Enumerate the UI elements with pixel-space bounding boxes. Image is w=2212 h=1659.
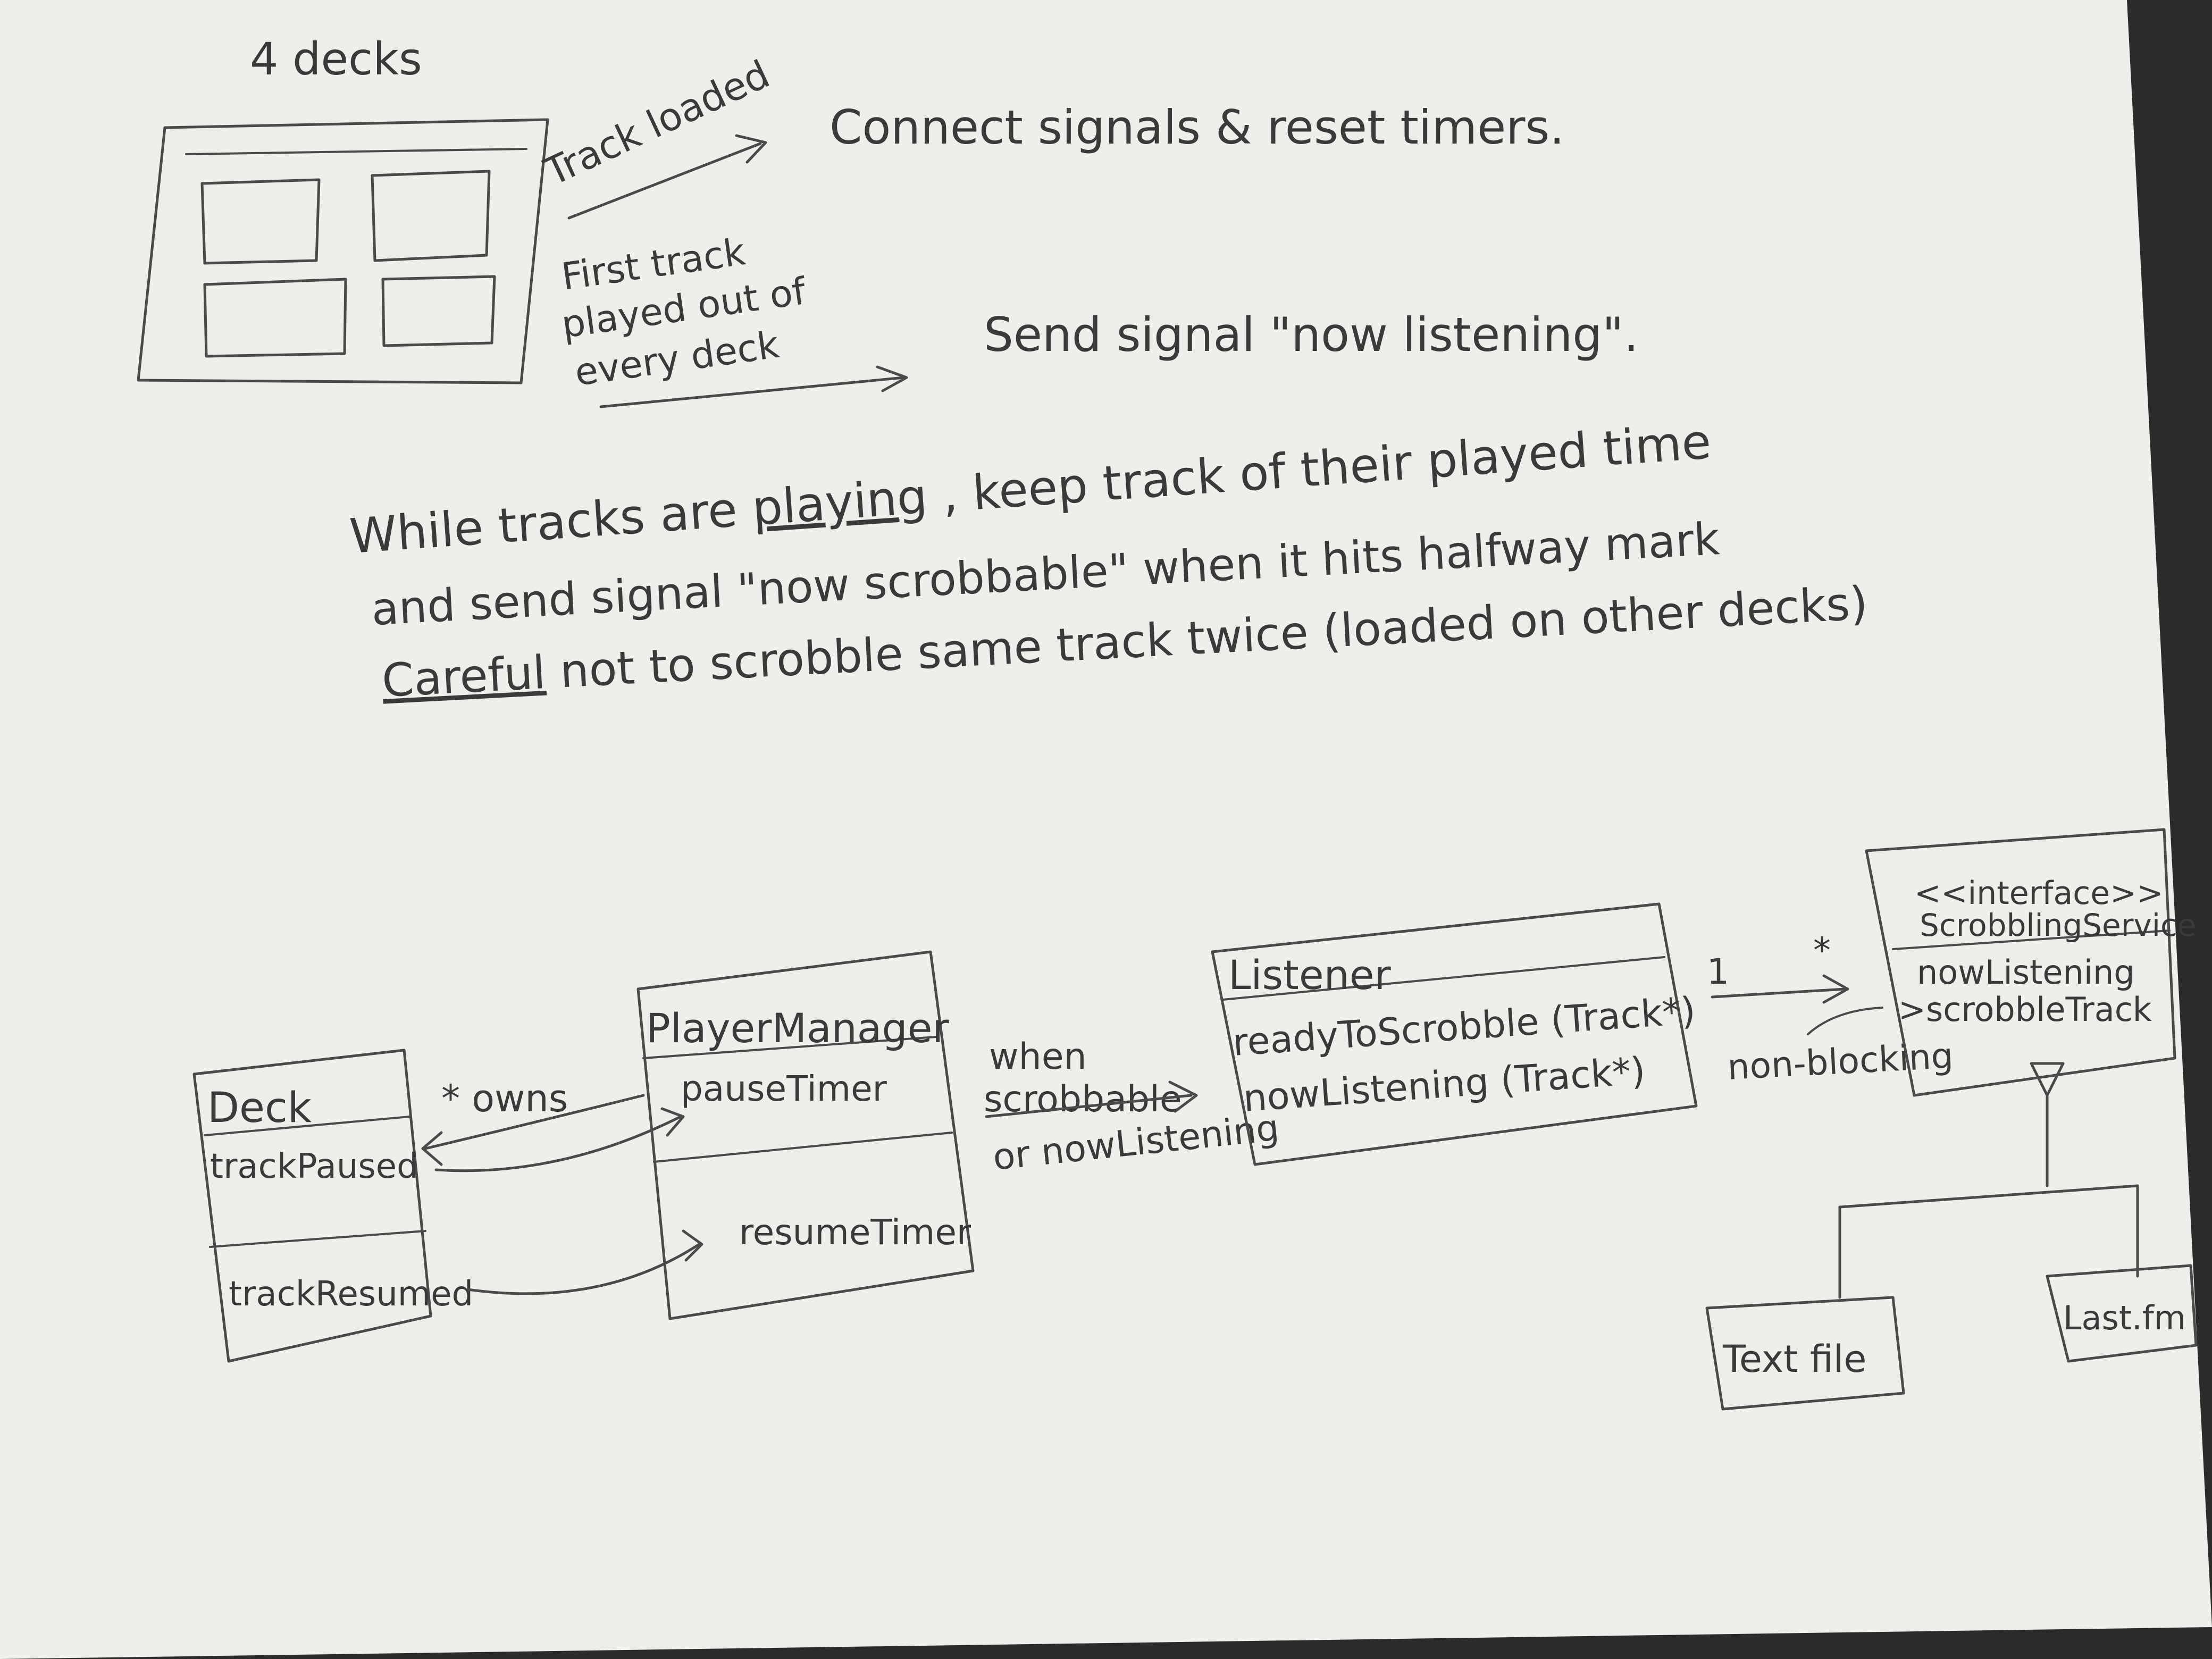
scrobbling-service-name: ScrobblingService [1920, 907, 2197, 943]
lastfm-name: Last.fm [2063, 1298, 2186, 1337]
when-label-1: when [989, 1036, 1087, 1078]
multiplicity-many: * [1813, 930, 1831, 971]
deck-box-4 [381, 275, 496, 347]
resume-timer-slot: resumeTimer [739, 1212, 971, 1253]
listener-service-association [1711, 974, 1849, 1004]
deck-box-3 [203, 278, 347, 358]
player-manager-class [636, 950, 975, 1320]
listener-name: Listener [1228, 951, 1392, 999]
lastfm-class [2046, 1264, 2198, 1363]
notes-line3-careful: Careful [381, 646, 547, 708]
deck-track-resumed: trackResumed [229, 1275, 473, 1314]
when-arrow [985, 1080, 1198, 1118]
paused-to-pause-timer [434, 1107, 685, 1172]
connect-signals-text: Connect signals & reset timers. [830, 100, 1564, 155]
deck-box-2 [371, 170, 491, 262]
service-scrobble-track: >scrobbleTrack [1898, 990, 2152, 1029]
send-now-listening-text: Send signal "now listening". [984, 307, 1639, 362]
pause-timer-slot: pauseTimer [681, 1068, 887, 1109]
notes-line1-playing: playing [750, 468, 929, 537]
decks-title: 4 decks [250, 33, 422, 85]
deck-name: Deck [207, 1084, 312, 1132]
resumed-to-resume-timer [466, 1229, 703, 1295]
listener-class [1211, 902, 1698, 1166]
owns-label: * owns [441, 1077, 568, 1120]
owns-association [421, 1094, 645, 1166]
first-track-arrow [599, 365, 908, 408]
deck-box-1 [200, 178, 321, 265]
inheritance-tree [1838, 1062, 2139, 1299]
deck-track-paused: trackPaused [210, 1147, 418, 1186]
notes-line-1: While tracks are playing , keep track of… [348, 414, 1713, 565]
track-loaded-arrow [567, 134, 767, 220]
svg-text:While tracks are playin: While tracks are playing , keep track of… [348, 414, 1713, 565]
text-file-class [1705, 1296, 1905, 1411]
non-blocking-connector [1807, 1007, 1883, 1035]
multiplicity-one: 1 [1707, 951, 1729, 992]
service-now-listening: nowListening [1917, 953, 2135, 992]
scrobbling-service-interface [1865, 828, 2176, 1097]
deck-class [192, 1049, 432, 1363]
player-manager-name: PlayerManager [646, 1004, 949, 1052]
text-file-name: Text file [1722, 1337, 1866, 1381]
decks-sketch [137, 118, 549, 384]
interface-stereotype: <<interface>> [1914, 875, 2164, 912]
